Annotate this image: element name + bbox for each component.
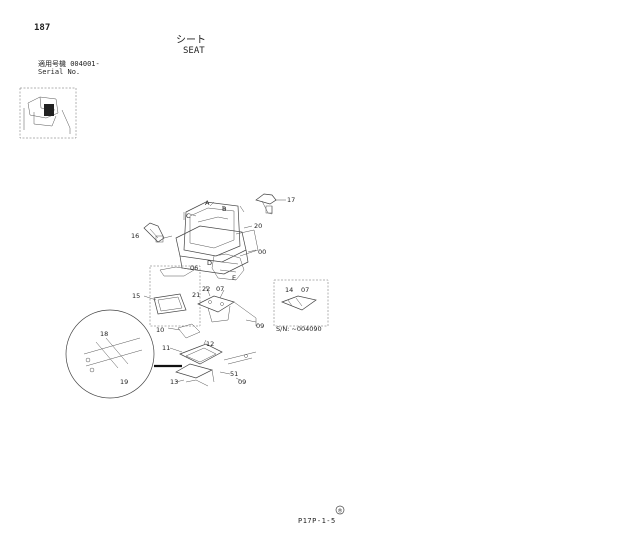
switch-plate — [197, 295, 257, 326]
callout-51: 51 — [230, 370, 238, 378]
callout-D: D — [207, 259, 212, 267]
callout-00: 00 — [258, 248, 266, 256]
callout-06: 06 — [190, 264, 198, 272]
callout-B: B — [222, 205, 226, 213]
registered-stamp: ® — [338, 508, 343, 515]
page-title-japanese: シート — [176, 35, 206, 46]
callout-21: 21 — [192, 291, 200, 299]
callout-15: 15 — [132, 292, 140, 300]
serial-range-japanese: 適用号機 004001- — [38, 60, 100, 68]
callout-14: 14 — [285, 286, 293, 294]
callout-13: 13 — [170, 378, 178, 386]
callout-19: 19 — [120, 378, 128, 386]
registered-stamp-icon — [335, 505, 345, 515]
callout-17: 17 — [287, 196, 295, 204]
callout-A: A — [205, 199, 210, 207]
seat-assembly — [175, 201, 259, 281]
callout-11: 11 — [162, 344, 170, 352]
mount-bracket — [175, 323, 257, 387]
callout-12: 12 — [206, 340, 214, 348]
page-code: P17P-1-5 — [298, 517, 336, 525]
seat-location-marker — [44, 104, 54, 116]
callout-07-variant: 07 — [301, 286, 309, 294]
armrest-left — [143, 222, 165, 243]
callout-22: 22 — [202, 285, 210, 293]
leader-lines — [143, 199, 286, 383]
callout-C: C — [186, 212, 191, 220]
callout-16: 16 — [131, 232, 139, 240]
machine-thumbnail — [19, 87, 77, 139]
serial-label: Serial No. — [38, 68, 81, 76]
callout-10: 10 — [156, 326, 164, 334]
callout-09-lower: 09 — [238, 378, 246, 386]
page-number: 187 — [34, 23, 51, 33]
suspension-group — [149, 265, 201, 327]
callout-18: 18 — [100, 330, 108, 338]
serial-variant-box — [273, 279, 329, 327]
callout-serial-variant: S/N: ~004090 — [276, 325, 322, 333]
detail-view — [65, 309, 155, 399]
armrest-right — [255, 193, 277, 215]
callout-E: E — [232, 274, 236, 282]
callout-09: 09 — [256, 322, 264, 330]
callout-07: 07 — [216, 285, 224, 293]
callout-20: 20 — [254, 222, 262, 230]
page-title: SEAT — [183, 46, 205, 56]
